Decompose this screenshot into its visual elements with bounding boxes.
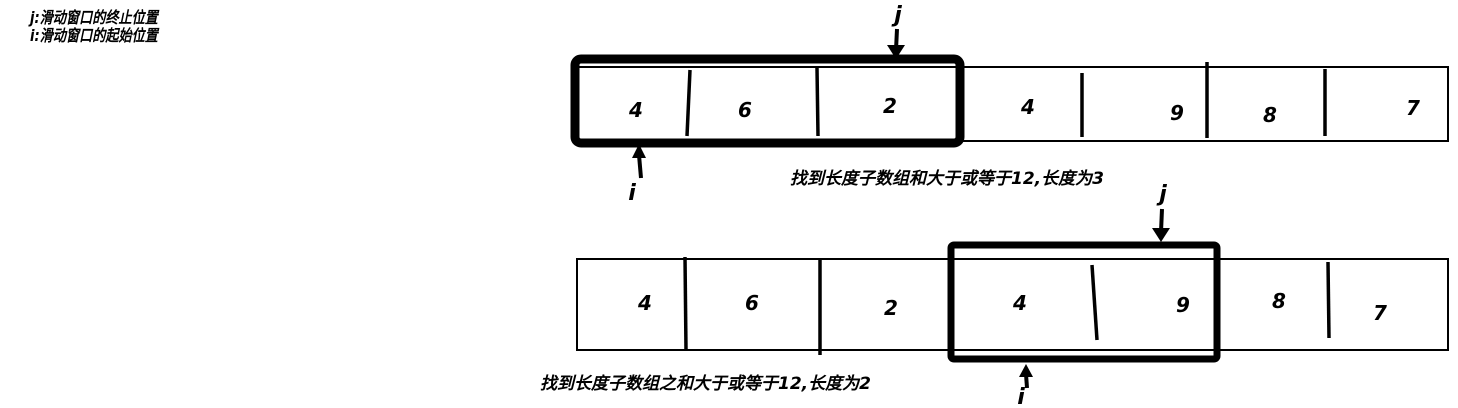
row2-pointer-j-label: j <box>1156 182 1167 207</box>
row2-pointer-j-arrowhead <box>1152 228 1170 242</box>
row1-window-highlight <box>570 54 965 148</box>
row2-pointer-j: j <box>1152 182 1170 242</box>
row2-pointer-i-arrowhead <box>1019 364 1033 377</box>
legend-i-line: i:滑动窗口的起始位置 <box>30 26 158 45</box>
row1-array: 4 6 2 4 9 8 7 <box>570 54 1449 148</box>
row2-cell: 7 <box>1373 301 1387 325</box>
row1-cell: 9 <box>1170 101 1184 125</box>
row2-cell: 4 <box>637 291 652 315</box>
row2-cell: 6 <box>745 291 759 315</box>
row1-pointer-j-arrowhead <box>887 45 905 59</box>
row1-divider <box>685 69 692 137</box>
row1-pointer-i-label: i <box>628 181 636 206</box>
row1-cell: 2 <box>883 94 897 118</box>
row2-caption: 找到长度子数组之和大于或等于12,长度为2 <box>540 374 871 394</box>
legend: j:滑动窗口的终止位置 i:滑动窗口的起始位置 <box>30 9 158 45</box>
row2-divider <box>1326 261 1331 339</box>
row2-window-highlight <box>947 241 1221 363</box>
row1-pointer-i: i <box>628 144 646 206</box>
row1-divider <box>815 67 820 137</box>
row1-cell: 6 <box>738 98 752 122</box>
row2-pointer-i: i <box>1017 364 1033 408</box>
row1-cell: 8 <box>1263 103 1277 127</box>
row1-caption: 找到长度子数组和大于或等于12,长度为3 <box>790 169 1104 189</box>
row2-cell: 4 <box>1012 291 1027 315</box>
row2-cell: 8 <box>1272 289 1286 313</box>
row1-pointer-j: j <box>887 3 905 59</box>
row1-array-frame <box>576 66 1449 142</box>
row2-array-frame <box>576 258 1449 351</box>
row2-pointer-i-shaft <box>1024 373 1029 389</box>
row1-pointer-i-arrowhead <box>632 144 646 158</box>
row1-cell: 7 <box>1406 96 1420 120</box>
row1-cell: 4 <box>628 98 643 122</box>
row1-pointer-j-label: j <box>891 3 902 28</box>
row2-pointer-i-label: i <box>1017 385 1025 408</box>
row2-array: 4 6 2 4 9 8 7 <box>576 241 1449 363</box>
row2-divider <box>1090 264 1099 341</box>
row1-pointer-i-shaft <box>637 154 643 179</box>
row1-cell: 4 <box>1020 95 1035 119</box>
row2-cell: 2 <box>884 296 898 320</box>
row2-cell: 9 <box>1176 293 1190 317</box>
legend-j-line: j:滑动窗口的终止位置 <box>30 8 158 27</box>
row2-divider <box>683 256 688 351</box>
